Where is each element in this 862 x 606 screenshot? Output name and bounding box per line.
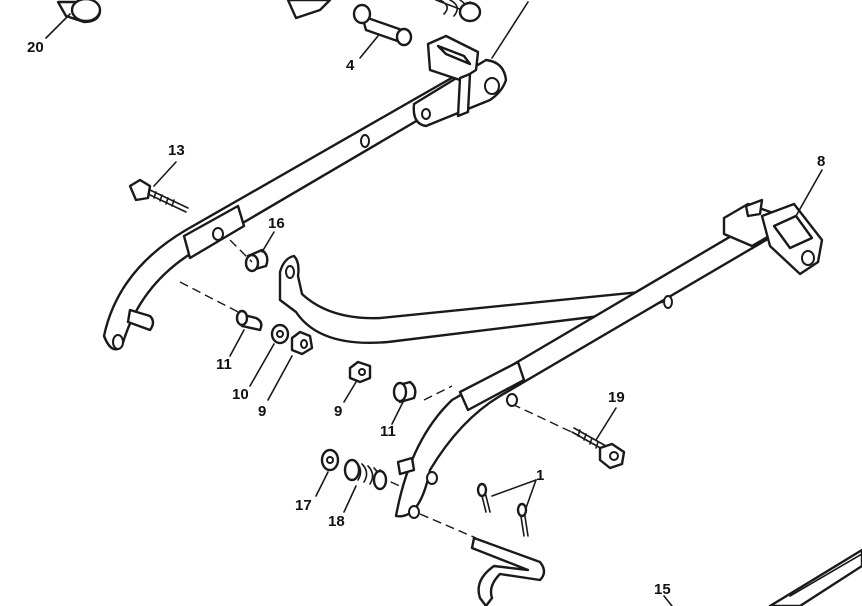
part-11-pin-center xyxy=(392,380,417,404)
center-line-b xyxy=(229,239,253,263)
callout-13: 13 xyxy=(168,142,185,159)
leader-11-center xyxy=(391,399,405,425)
part-20-clevis-pin xyxy=(56,0,102,24)
leader-9-left xyxy=(267,355,293,401)
callout-1: 1 xyxy=(536,467,545,484)
leader-9-center xyxy=(343,381,357,403)
callout-8: 8 xyxy=(817,153,826,170)
part-top-spring xyxy=(435,0,482,23)
part-16-bushing xyxy=(244,248,269,273)
part-10-washer xyxy=(270,323,290,345)
leader-19 xyxy=(595,407,617,441)
callout-9-left: 9 xyxy=(258,403,267,420)
part-17-washer xyxy=(320,448,340,472)
callout-15: 15 xyxy=(654,581,671,598)
leader-4 xyxy=(359,35,379,59)
leader-16 xyxy=(261,231,275,253)
callout-11-left: 11 xyxy=(216,356,232,373)
callout-11-center: 11 xyxy=(380,423,396,440)
part-brace xyxy=(278,254,664,344)
leader-20 xyxy=(45,13,71,39)
part-top-bracket xyxy=(286,0,332,20)
leader-8 xyxy=(795,169,823,217)
callout-19: 19 xyxy=(608,389,625,406)
part-9-nut-center xyxy=(348,360,372,384)
part-upper-arm xyxy=(102,34,508,351)
part-11-pin-left xyxy=(235,309,263,332)
leader-top-arm xyxy=(491,1,529,59)
callout-16: 16 xyxy=(268,215,285,232)
callout-9-center: 9 xyxy=(334,403,343,420)
callout-17: 17 xyxy=(295,497,312,514)
center-line-c xyxy=(423,385,453,401)
part-1-cotter-pins xyxy=(476,482,529,537)
leader-1b xyxy=(525,479,537,509)
leader-1a xyxy=(491,479,537,497)
leader-17 xyxy=(315,471,329,497)
part-15-bar xyxy=(768,548,862,606)
callout-10: 10 xyxy=(232,386,249,403)
part-18-spring xyxy=(343,458,388,491)
part-9-nut-left xyxy=(290,330,314,356)
center-line-a xyxy=(179,281,247,317)
callout-20: 20 xyxy=(27,39,44,56)
callout-18: 18 xyxy=(328,513,345,530)
part-8-lower-arm xyxy=(394,198,824,519)
part-13-bolt xyxy=(128,178,189,213)
center-line-f xyxy=(419,513,477,539)
leader-15 xyxy=(663,595,673,606)
part-bent-rod xyxy=(470,536,546,606)
part-19-bolt xyxy=(571,427,626,470)
leader-11-left xyxy=(229,329,245,357)
leader-18 xyxy=(343,485,357,513)
leader-13 xyxy=(153,161,177,187)
part-4-pin xyxy=(352,3,413,47)
center-line-d xyxy=(511,403,581,437)
leader-10 xyxy=(249,343,275,387)
callout-4: 4 xyxy=(346,57,355,74)
